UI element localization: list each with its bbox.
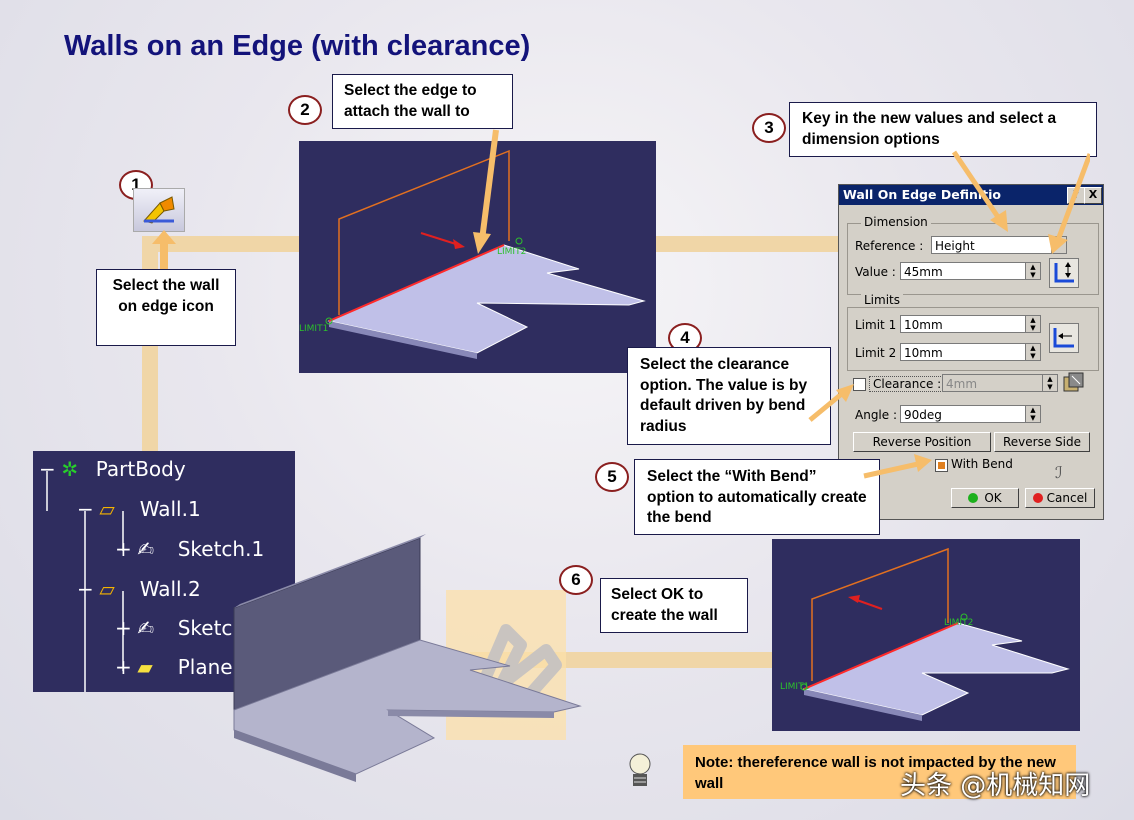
wall-icon: ▱ xyxy=(99,497,115,521)
limit1-input[interactable]: 10mm xyxy=(900,315,1028,333)
expand-icon[interactable]: + xyxy=(115,537,132,561)
reference-select[interactable]: Height xyxy=(931,236,1053,254)
ok-button[interactable]: OK xyxy=(951,488,1019,508)
arrow-step-1 xyxy=(152,230,176,274)
arrow-step-3 xyxy=(951,150,1090,254)
partbody-icon: ✲ xyxy=(61,457,79,481)
angle-label: Angle : xyxy=(855,408,898,422)
note-icon xyxy=(624,752,656,790)
tree-item-label: Plane xyxy=(177,655,233,679)
limit2-label: LIMIT2 xyxy=(497,247,526,257)
tree-item-label: PartBody xyxy=(95,457,186,481)
clearance-label: Clearance : xyxy=(869,376,946,392)
limits-option-button[interactable] xyxy=(1049,323,1079,353)
angle-spinner[interactable]: ▲▼ xyxy=(1025,405,1041,423)
catia-logo-icon: ℐ xyxy=(1055,463,1063,482)
cancel-icon xyxy=(1032,493,1043,503)
dimension-group-label: Dimension xyxy=(861,215,931,229)
step-6-number: 6 xyxy=(559,565,593,595)
step-2-callout: Select the edge to attach the wall to xyxy=(332,74,513,129)
limit2-label: LIMIT2 xyxy=(944,618,973,628)
result-part-render xyxy=(233,534,582,782)
step-5-callout: Select the “With Bend” option to automat… xyxy=(634,459,880,535)
watermark: 头条 @机械知网 xyxy=(900,771,1091,801)
tree-item-label: Sketc xyxy=(177,616,233,640)
tree-item-partbody[interactable]: − ✲ PartBody xyxy=(39,454,186,484)
value-input[interactable]: 45mm xyxy=(900,262,1028,280)
expand-icon[interactable]: + xyxy=(115,616,132,640)
sketch-icon: ✍ xyxy=(137,616,155,640)
dialog-title: Wall On Edge Definitio xyxy=(839,185,1103,205)
limit2-label: Limit 2 : xyxy=(855,346,905,360)
collapse-icon[interactable]: − xyxy=(39,457,56,481)
tree-item-label: Wall.2 xyxy=(139,577,201,601)
reverse-position-button[interactable]: Reverse Position xyxy=(853,432,991,452)
with-bend-label: With Bend xyxy=(951,457,1013,471)
tree-item-label: Sketch.1 xyxy=(177,537,265,561)
tree-item-sketch-1[interactable]: + ✍ Sketch.1 xyxy=(115,534,264,564)
with-bend-checkbox[interactable] xyxy=(935,459,948,472)
tree-item-plane[interactable]: + ▰ Plane xyxy=(115,652,233,682)
value-label: Value : xyxy=(855,265,896,279)
clearance-input[interactable]: 4mm xyxy=(942,374,1044,392)
dimension-option-icon xyxy=(1054,262,1074,283)
reference-label: Reference : xyxy=(855,239,924,253)
ok-label: OK xyxy=(984,491,1002,505)
wall-on-edge-icon[interactable] xyxy=(133,188,185,232)
step-3-number: 3 xyxy=(752,113,786,143)
tree-item-sketch-2[interactable]: + ✍ Sketc xyxy=(115,613,232,643)
tree-item-wall-1[interactable]: − ▱ Wall.1 xyxy=(77,494,201,524)
dimension-option-button[interactable] xyxy=(1049,258,1079,288)
arrow-step-2 xyxy=(473,129,499,254)
limits-group-label: Limits xyxy=(861,293,903,307)
limit1-label: Limit 1 : xyxy=(855,318,905,332)
limit2-spinner[interactable]: ▲▼ xyxy=(1025,343,1041,361)
limit1-label: LIMIT1 xyxy=(299,324,328,334)
page-title: Walls on an Edge (with clearance) xyxy=(64,30,531,62)
wall-icon: ▱ xyxy=(99,577,115,601)
plane-icon: ▰ xyxy=(137,655,153,679)
limit1-label: LIMIT1 xyxy=(780,682,809,692)
sketch-icon: ✍ xyxy=(137,537,155,561)
limits-group xyxy=(847,307,1099,371)
step-6-callout: Select OK to create the wall xyxy=(600,578,748,633)
limit1-spinner[interactable]: ▲▼ xyxy=(1025,315,1041,333)
note-box: Note: thereference wall is not impacted … xyxy=(683,745,1076,799)
viewport-result[interactable]: LIMIT1 LIMIT2 xyxy=(772,539,1080,731)
limit2-input[interactable]: 10mm xyxy=(900,343,1028,361)
arrow-step-5 xyxy=(863,454,932,479)
collapse-icon[interactable]: − xyxy=(77,577,94,601)
reverse-side-button[interactable]: Reverse Side xyxy=(994,432,1090,452)
angle-input[interactable]: 90deg xyxy=(900,405,1028,423)
cancel-button[interactable]: Cancel xyxy=(1025,488,1095,508)
close-button[interactable]: X xyxy=(1084,187,1102,204)
step-1-callout: Select the wall on edge icon xyxy=(96,269,236,346)
limits-option-icon xyxy=(1053,328,1074,348)
tree-item-label: Wall.1 xyxy=(139,497,201,521)
bend-parameters-icon[interactable] xyxy=(1061,371,1085,395)
collapse-icon[interactable]: − xyxy=(77,497,94,521)
step-3-callout: Key in the new values and select a dimen… xyxy=(789,102,1097,157)
dimension-group xyxy=(847,223,1099,295)
value-spinner[interactable]: ▲▼ xyxy=(1025,262,1041,280)
expand-icon[interactable]: + xyxy=(115,655,132,679)
cancel-label: Cancel xyxy=(1046,491,1088,505)
step-4-callout: Select the clearance option. The value i… xyxy=(627,347,831,445)
clearance-spinner[interactable]: ▲▼ xyxy=(1042,374,1058,392)
step-5-number: 5 xyxy=(595,462,629,492)
viewport-select-edge[interactable]: LIMIT1 LIMIT2 xyxy=(299,141,656,373)
step-2-number: 2 xyxy=(288,95,322,125)
tree-lines xyxy=(46,471,124,692)
tree-item-wall-2[interactable]: − ▱ Wall.2 xyxy=(77,574,201,604)
ok-icon xyxy=(968,493,979,503)
arrow-step-4 xyxy=(808,384,854,422)
